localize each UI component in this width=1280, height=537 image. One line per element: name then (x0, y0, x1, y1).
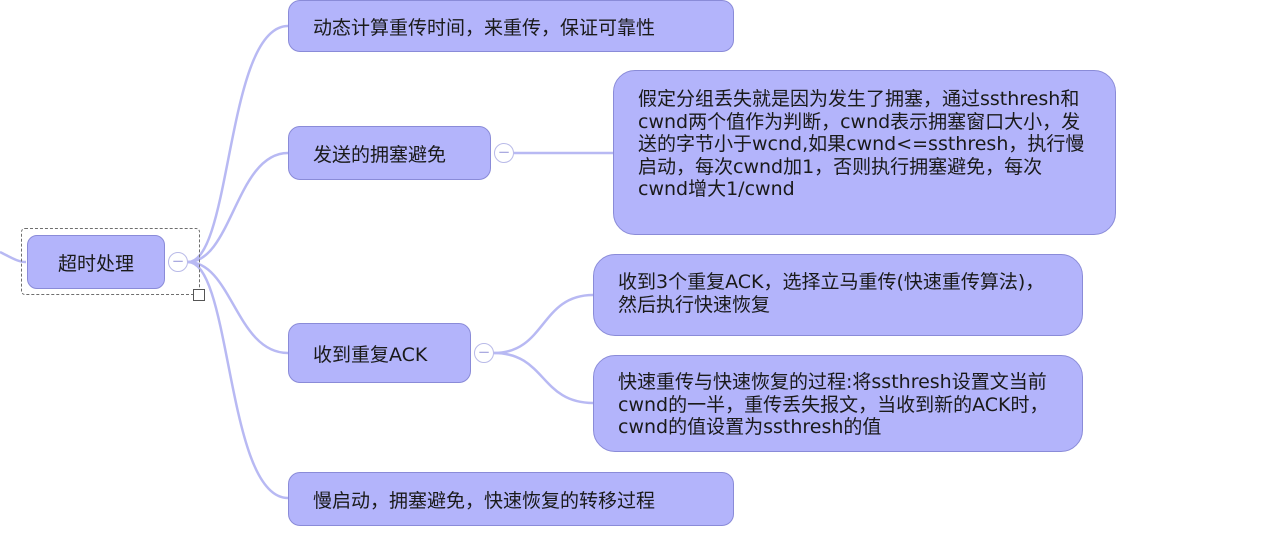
connector-root-to-branch-1 (187, 24, 289, 264)
branch-node-duplicate-ack[interactable]: 收到重复ACK (288, 323, 471, 383)
root-node[interactable]: 超时处理 (27, 235, 165, 289)
root-collapse-toggle[interactable]: − (168, 252, 188, 272)
detail-node-text: 假定分组丢失就是因为发生了拥塞，通过ssthresh和cwnd两个值作为判断，c… (638, 88, 1085, 200)
branch-node-label: 动态计算重传时间，来重传，保证可靠性 (313, 16, 656, 39)
branch-node-label: 收到重复ACK (313, 343, 428, 366)
detail-node-congestion[interactable]: 假定分组丢失就是因为发生了拥塞，通过ssthresh和cwnd两个值作为判断，c… (613, 70, 1116, 235)
resize-handle-icon[interactable] (193, 289, 205, 301)
branch-node-state-transition[interactable]: 慢启动，拥塞避免，快速恢复的转移过程 (288, 472, 734, 526)
connector-root-to-branch-3 (187, 260, 289, 355)
branch-node-retransmit-time[interactable]: 动态计算重传时间，来重传，保证可靠性 (288, 0, 734, 52)
branch-node-label: 慢启动，拥塞避免，快速恢复的转移过程 (313, 489, 656, 512)
detail-node-text: 快速重传与快速恢复的过程:将ssthresh设置文当前cwnd的一半，重传丢失报… (618, 371, 1049, 438)
branch-node-label: 发送的拥塞避免 (313, 143, 447, 166)
connector-parent-to-root (0, 250, 27, 264)
minus-circle-icon: − (171, 252, 185, 270)
root-selection-frame (21, 228, 200, 295)
detail-node-fast-retransmit[interactable]: 收到3个重复ACK，选择立马重传(快速重传算法)，然后执行快速恢复 (593, 254, 1083, 336)
root-node-label: 超时处理 (57, 252, 134, 275)
connector-branch-3-to-child-1 (493, 293, 594, 355)
branch-node-congestion-avoidance[interactable]: 发送的拥塞避免 (288, 126, 491, 180)
detail-node-text: 收到3个重复ACK，选择立马重传(快速重传算法)，然后执行快速恢复 (618, 271, 1045, 316)
congestion-collapse-toggle[interactable]: − (494, 143, 514, 163)
connector-root-to-branch-4 (187, 260, 289, 500)
minus-circle-icon: − (477, 343, 491, 361)
detail-node-fast-recovery[interactable]: 快速重传与快速恢复的过程:将ssthresh设置文当前cwnd的一半，重传丢失报… (593, 355, 1083, 452)
connector-root-to-branch-2 (187, 151, 289, 264)
connector-branch-3-to-child-2 (493, 351, 594, 405)
minus-circle-icon: − (497, 143, 511, 161)
duplicate-ack-collapse-toggle[interactable]: − (474, 343, 494, 363)
